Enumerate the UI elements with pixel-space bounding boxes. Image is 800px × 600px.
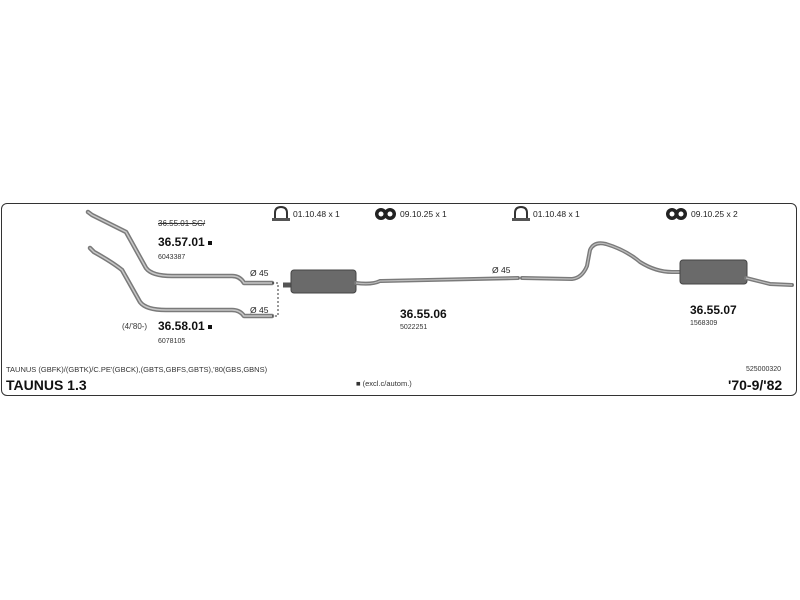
part-number-lower: 36.58.01 bbox=[158, 320, 212, 332]
part-number-rear: 36.55.07 bbox=[690, 303, 737, 317]
bracket-label-1: 09.10.25 x 1 bbox=[400, 209, 447, 219]
rubber-hanger-icon bbox=[666, 208, 687, 220]
part-number-upper: 36.57.01 bbox=[158, 236, 212, 248]
oe-number-upper: 6043387 bbox=[158, 254, 186, 261]
oe-number-lower: 6078105 bbox=[158, 338, 186, 345]
diameter-middle: Ø 45 bbox=[492, 265, 511, 275]
clamp-label-2: 01.10.48 x 1 bbox=[533, 209, 580, 219]
lower-date-prefix: (4/'80-) bbox=[122, 322, 148, 331]
square-marker-icon bbox=[207, 324, 212, 329]
rear-muffler bbox=[679, 259, 748, 285]
middle-muffler bbox=[290, 269, 357, 294]
production-years: '70-9/'82 bbox=[728, 377, 783, 393]
bracket-label-2: 09.10.25 x 2 bbox=[691, 209, 738, 219]
part-number-middle: 36.55.06 bbox=[400, 307, 447, 321]
diagram-panel bbox=[1, 203, 797, 396]
replaced-part-note: 36.55.01-SC/ bbox=[158, 219, 206, 228]
vehicle-title: TAUNUS 1.3 bbox=[6, 377, 87, 393]
oe-number-rear: 1568309 bbox=[690, 320, 718, 327]
legend-note: ■ (excl.c/autom.) bbox=[356, 379, 412, 388]
catalog-number: 525000320 bbox=[746, 366, 782, 373]
diameter-upper: Ø 45 bbox=[250, 268, 269, 278]
rear-pipe bbox=[520, 241, 686, 281]
oe-number-middle: 5022251 bbox=[400, 324, 428, 331]
clamp-label-1: 01.10.48 x 1 bbox=[293, 209, 340, 219]
diameter-lower: Ø 45 bbox=[250, 305, 269, 315]
u-clamp-icon bbox=[272, 205, 290, 221]
square-marker-icon bbox=[207, 240, 212, 245]
u-clamp-icon bbox=[512, 205, 530, 221]
rubber-hanger-icon bbox=[375, 208, 396, 220]
model-codes: TAUNUS (GBFK)/(GBTK)/C.PE'(GBCK),(GBTS,G… bbox=[6, 365, 268, 374]
joint-bracket bbox=[272, 282, 279, 317]
